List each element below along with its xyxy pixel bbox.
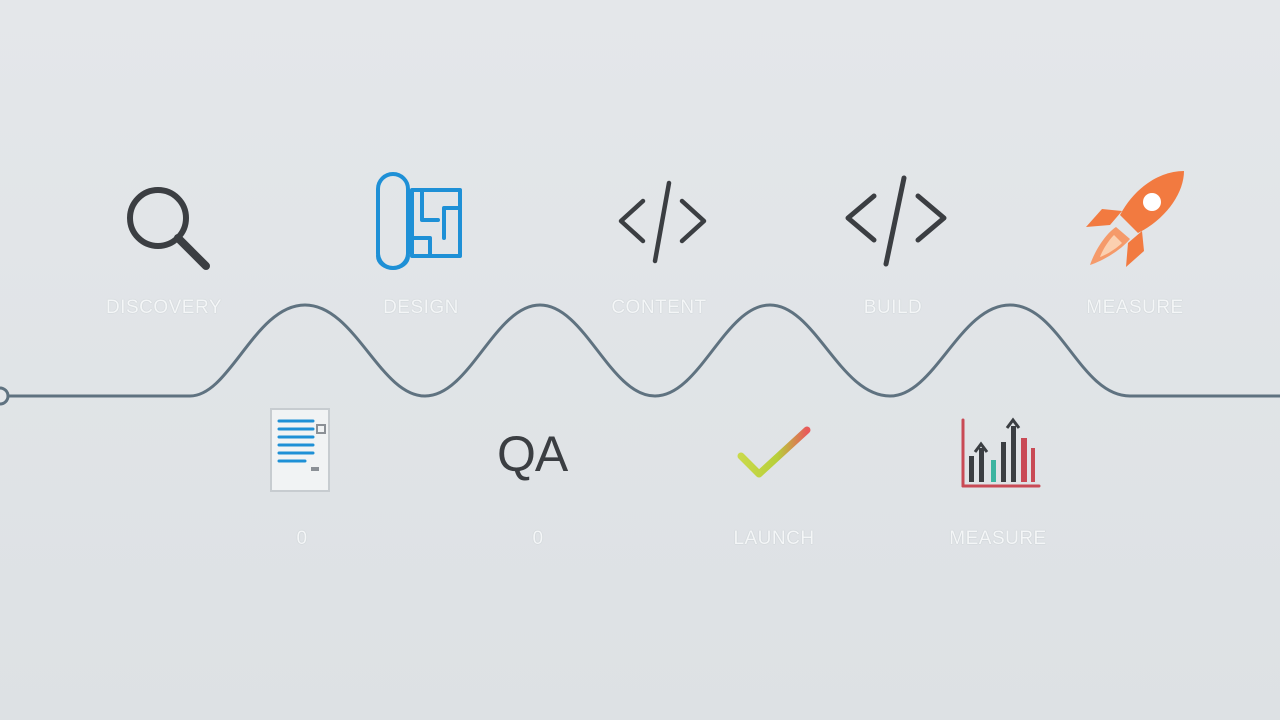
step-label-measure-top: MEASURE: [1086, 297, 1184, 318]
step-label-content: CONTENT: [611, 297, 707, 318]
step-label-document: 0: [296, 528, 308, 549]
step-label-design: DESIGN: [383, 297, 459, 318]
code-icon: [845, 175, 947, 267]
step-label-qa: 0: [532, 528, 544, 549]
timeline-path: [0, 303, 1280, 398]
checkmark-icon: [737, 426, 811, 478]
step-label-launch: LAUNCH: [733, 528, 815, 549]
step-label-build: BUILD: [863, 297, 923, 318]
step-label-discovery: DISCOVERY: [105, 297, 223, 318]
qa-icon: QA: [497, 426, 568, 482]
bar-chart-icon: [961, 417, 1041, 488]
rocket-icon: [1086, 171, 1184, 267]
code-icon: [618, 180, 707, 264]
step-label-measure-bottom: MEASURE: [949, 528, 1047, 549]
blueprint-icon: [376, 172, 462, 270]
document-icon: [270, 408, 330, 492]
timeline-start-node: [0, 386, 10, 406]
magnifier-icon: [127, 187, 210, 270]
